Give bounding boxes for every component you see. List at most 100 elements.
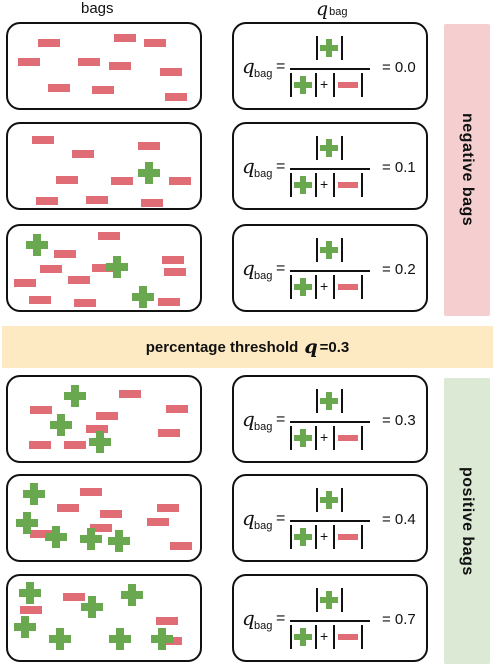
denominator-minus-icon — [338, 435, 358, 441]
minus-mark — [109, 62, 131, 70]
bag-4 — [6, 375, 202, 463]
plus-mark — [26, 234, 48, 256]
abs-bar — [361, 525, 363, 549]
formula-equals: = — [276, 158, 286, 175]
minus-mark — [80, 488, 102, 496]
plus-mark — [89, 431, 111, 453]
minus-mark — [30, 406, 52, 414]
abs-bar — [333, 73, 335, 97]
minus-mark — [36, 197, 58, 205]
bag-2 — [6, 122, 202, 210]
minus-mark — [90, 524, 112, 532]
plus-mark — [19, 582, 41, 604]
denominator-minus-icon — [338, 284, 358, 290]
abs-bar — [290, 525, 292, 549]
abs-bar — [290, 275, 292, 299]
minus-mark — [156, 617, 178, 625]
threshold-q-symbol: q — [304, 336, 318, 358]
abs-bar — [315, 525, 317, 549]
minus-mark — [57, 504, 79, 512]
minus-mark — [138, 142, 160, 150]
fraction-line — [290, 421, 370, 423]
abs-bar — [341, 588, 343, 612]
formula-equals: = — [276, 260, 286, 277]
abs-bar — [341, 36, 343, 60]
abs-bar — [316, 588, 318, 612]
denominator-plus-icon — [294, 528, 312, 546]
abs-bar — [316, 136, 318, 160]
plus-mark — [108, 530, 130, 552]
denominator-minus-icon — [338, 82, 358, 88]
bags-column-header: bags — [81, 0, 114, 17]
denominator-plus-icon — [294, 76, 312, 94]
minus-mark — [29, 441, 51, 449]
minus-mark — [160, 68, 182, 76]
formula-q-symbol: q — [242, 506, 255, 530]
numerator-plus-icon — [320, 392, 338, 410]
plus-operator: + — [320, 528, 329, 544]
minus-mark — [170, 542, 192, 550]
plus-operator: + — [320, 176, 329, 192]
minus-mark — [29, 296, 51, 304]
q-value: = 0.0 — [382, 59, 416, 76]
q-column-header-sub: bag — [329, 6, 348, 18]
minus-mark — [14, 279, 36, 287]
minus-mark — [64, 441, 86, 449]
formula-q-subscript: bag — [254, 520, 273, 532]
formula-q-subscript: bag — [254, 68, 273, 80]
abs-bar — [333, 625, 335, 649]
plus-mark — [45, 526, 67, 548]
plus-mark — [64, 385, 86, 407]
formula-q-subscript: bag — [254, 168, 273, 180]
plus-mark — [80, 528, 102, 550]
denominator-minus-icon — [338, 534, 358, 540]
minus-mark — [48, 84, 70, 92]
denominator-plus-icon — [294, 429, 312, 447]
minus-mark — [119, 390, 141, 398]
positive-bags-label: positive bags — [459, 466, 476, 576]
plus-mark — [81, 596, 103, 618]
plus-mark — [16, 512, 38, 534]
minus-mark — [92, 86, 114, 94]
plus-mark — [106, 256, 128, 278]
abs-bar — [315, 275, 317, 299]
minus-mark — [164, 268, 186, 276]
minus-mark — [165, 93, 187, 101]
abs-bar — [333, 525, 335, 549]
minus-mark — [147, 518, 169, 526]
percentage-threshold-band: percentage threshold q =0.3 — [2, 326, 493, 368]
threshold-text: percentage threshold — [145, 338, 299, 356]
fraction-line — [290, 620, 370, 622]
denominator-minus-icon — [338, 182, 358, 188]
abs-bar — [316, 389, 318, 413]
plus-mark — [121, 584, 143, 606]
negative-bags-label: negative bags — [459, 113, 476, 227]
abs-bar — [315, 625, 317, 649]
abs-bar — [333, 426, 335, 450]
plus-mark — [132, 286, 154, 308]
formula-equals: = — [276, 58, 286, 75]
abs-bar — [361, 275, 363, 299]
minus-mark — [157, 504, 179, 512]
formula-q-subscript: bag — [254, 421, 273, 433]
q-value: = 0.1 — [382, 159, 416, 176]
plus-mark — [23, 483, 45, 505]
fraction-line — [290, 68, 370, 70]
minus-mark — [158, 298, 180, 306]
bag-5 — [6, 474, 202, 562]
abs-bar — [316, 488, 318, 512]
plus-operator: + — [320, 429, 329, 445]
numerator-plus-icon — [320, 591, 338, 609]
minus-mark — [169, 177, 191, 185]
minus-mark — [74, 299, 96, 307]
plus-mark — [14, 616, 36, 638]
bag-3 — [6, 224, 202, 312]
q-column-header: qbag — [316, 0, 348, 20]
denominator-plus-icon — [294, 278, 312, 296]
minus-mark — [18, 58, 40, 66]
formula-q-symbol: q — [242, 54, 255, 78]
